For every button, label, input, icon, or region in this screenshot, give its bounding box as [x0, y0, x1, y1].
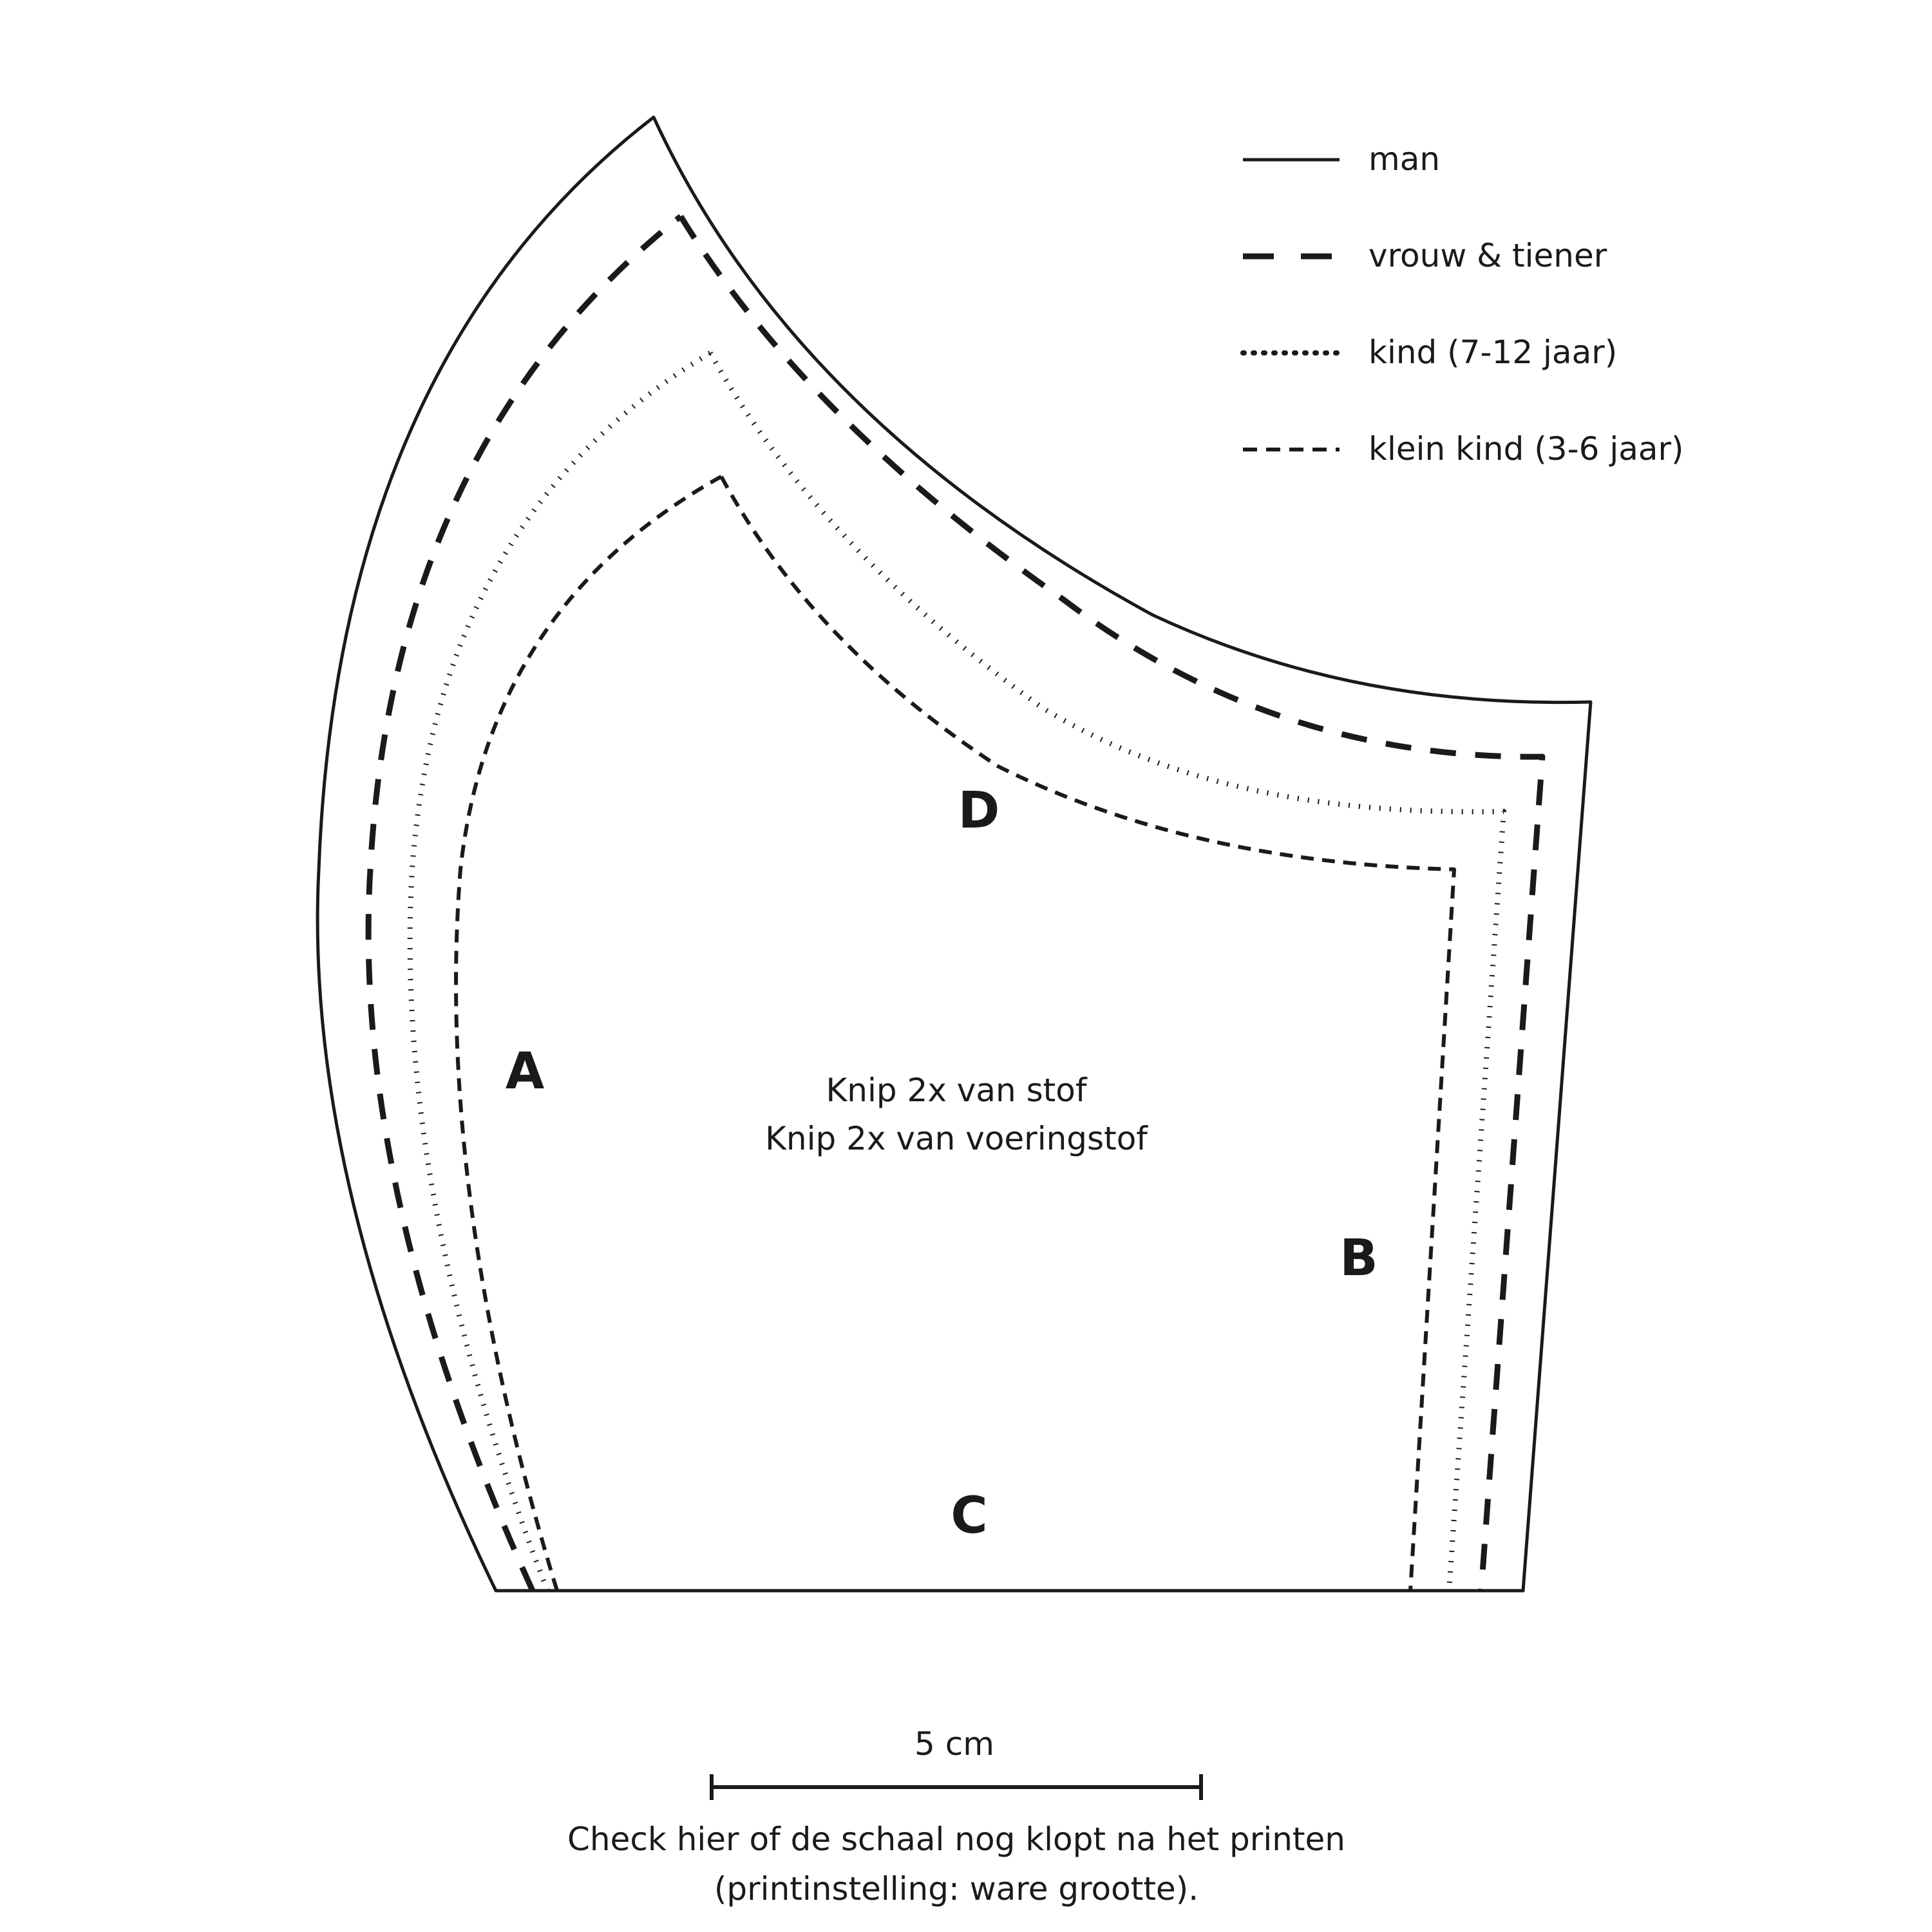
seam-label-a: A	[506, 1043, 544, 1101]
seam-label-c: C	[951, 1487, 987, 1545]
legend-label-kind: kind (7-12 jaar)	[1368, 334, 1617, 371]
seam-label-d: D	[958, 782, 1000, 840]
legend-label-man: man	[1368, 140, 1440, 178]
outline-vrouw-tiener	[365, 214, 1546, 1592]
outline-man	[316, 115, 1593, 1593]
legend: man vrouw & tiener kind (7-12 jaar) klei…	[1240, 140, 1684, 468]
caption-line-1: Check hier of de schaal nog klopt na het…	[567, 1821, 1345, 1858]
seam-label-b: B	[1340, 1229, 1378, 1287]
outline-kind	[407, 350, 1506, 1592]
outline-klein-kind	[454, 475, 1456, 1591]
instruction-line-2: Knip 2x van voeringstof	[765, 1120, 1148, 1157]
legend-label-vrouw: vrouw & tiener	[1368, 237, 1607, 274]
scale-label: 5 cm	[914, 1725, 994, 1763]
caption-line-2: (printinstelling: ware grootte).	[714, 1870, 1198, 1908]
legend-label-klein-kind: klein kind (3-6 jaar)	[1368, 430, 1684, 468]
scale-bar: 5 cm	[710, 1725, 1203, 1800]
instruction-line-1: Knip 2x van stof	[826, 1072, 1088, 1109]
